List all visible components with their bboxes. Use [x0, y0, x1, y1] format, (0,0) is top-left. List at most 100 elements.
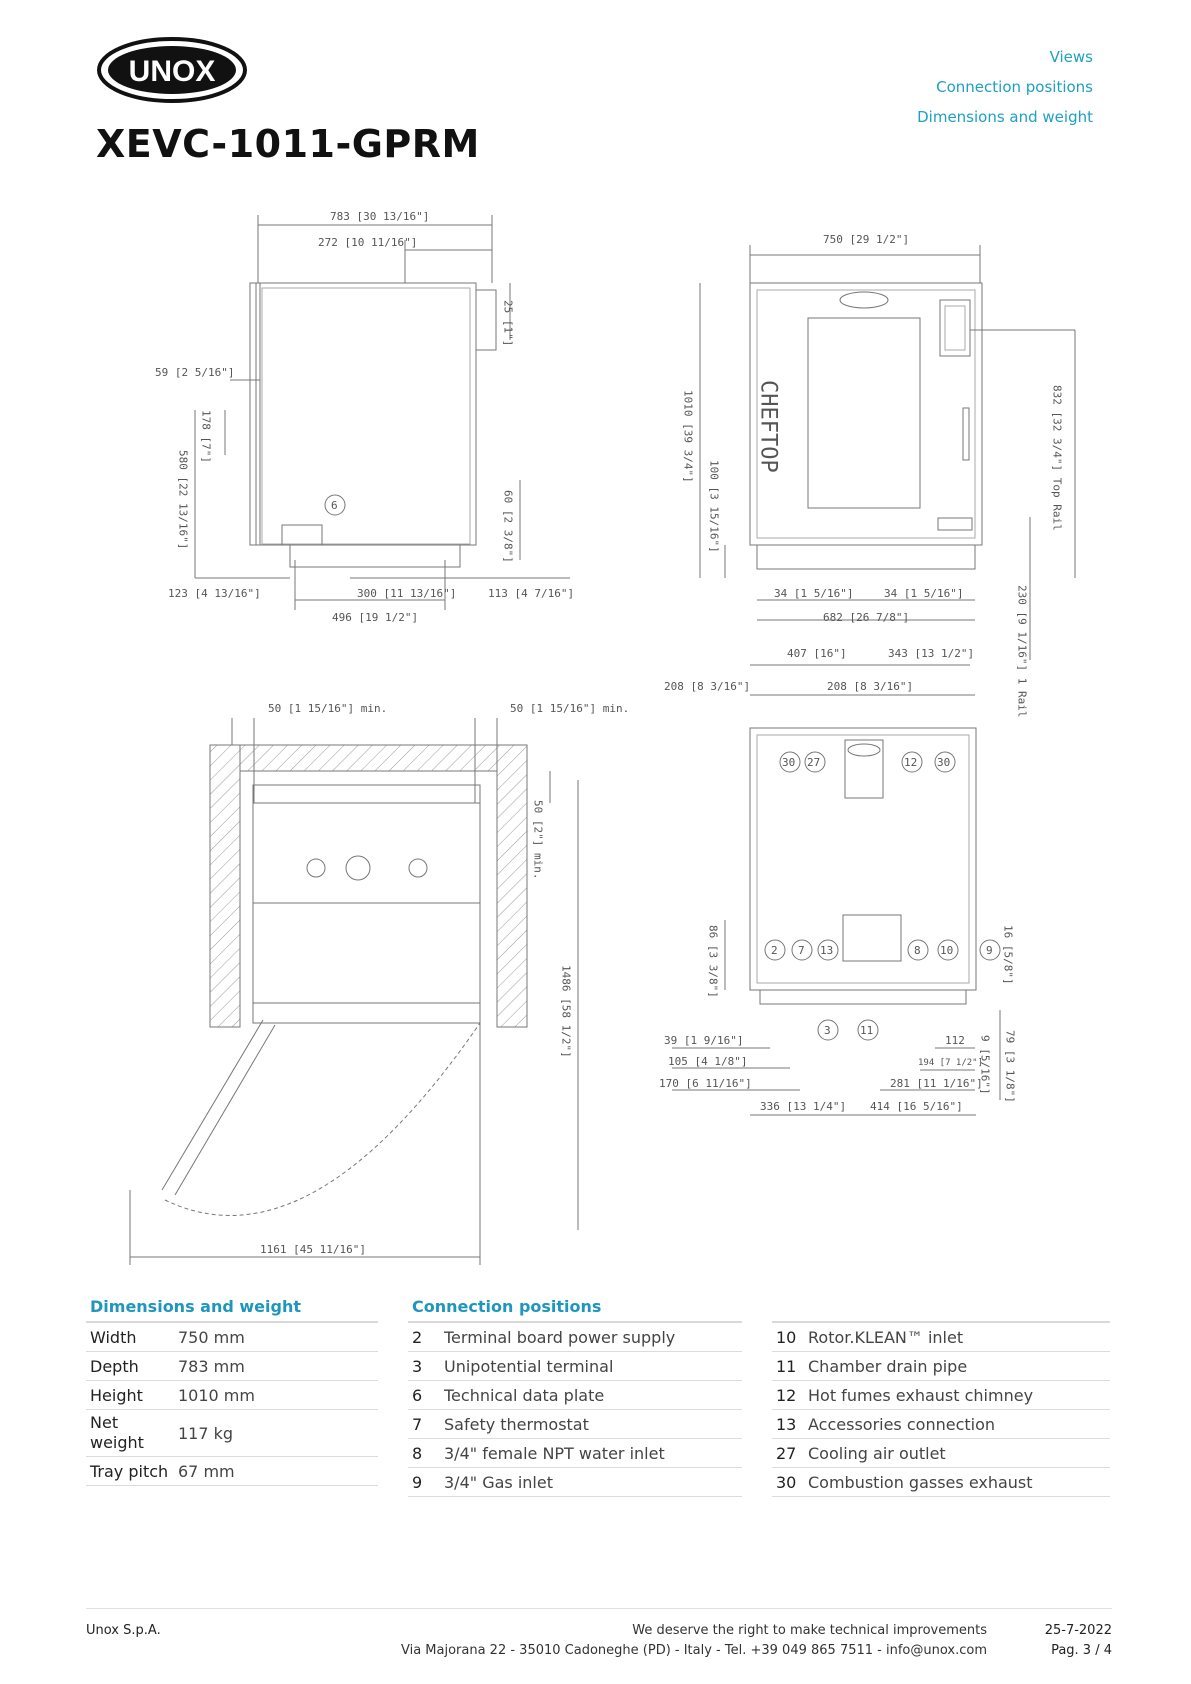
page-title: XEVC-1011-GPRM [96, 122, 480, 166]
row-text: Cooling air outlet [808, 1443, 946, 1463]
callout-6: 6 [331, 499, 338, 512]
connection-positions-link[interactable]: Connection positions [936, 78, 1093, 96]
row-number: 10 [776, 1327, 797, 1347]
dim-back-407: 407 [16"] [787, 647, 847, 660]
dim-back-336: 336 [13 1/4"] [760, 1100, 846, 1113]
row-value: 750 mm [178, 1327, 245, 1347]
connections-heading: Connection positions [408, 1293, 742, 1323]
dim-front-750: 750 [29 1/2"] [823, 233, 909, 246]
row-text: Hot fumes exhaust chimney [808, 1385, 1034, 1405]
dim-top-1161: 1161 [45 11/16"] [260, 1243, 366, 1256]
dim-back-105: 105 [4 1/8"] [668, 1055, 747, 1068]
unox-logo: UNOX [96, 36, 248, 104]
dim-side-300: 300 [11 13/16"] [357, 587, 456, 600]
callout-7: 7 [798, 944, 805, 957]
dim-side-59: 59 [2 5/16"] [155, 366, 234, 379]
dimensions-heading: Dimensions and weight [86, 1293, 378, 1323]
dim-side-272: 272 [10 11/16"] [318, 236, 417, 249]
row-number: 6 [412, 1385, 423, 1405]
dim-side-113: 113 [4 7/16"] [488, 587, 574, 600]
row-value: 117 kg [178, 1423, 234, 1443]
row-number: 9 [412, 1472, 423, 1492]
footer-notice: We deserve the right to make technical i… [401, 1621, 987, 1661]
dim-back-194: 194 [7 1/2"] [918, 1058, 983, 1068]
dimensions-table: Dimensions and weight Width 750 mm Depth 7… [86, 1293, 378, 1486]
row-text: Terminal board power supply [444, 1327, 676, 1347]
dim-back-343: 343 [13 1/2"] [888, 647, 974, 660]
callout-30a: 30 [782, 756, 795, 769]
dim-front-100: 100 [3 15/16"] [708, 460, 721, 553]
footer-date: 25-7-2022 [1044, 1623, 1112, 1638]
row-text: Combustion gasses exhaust [808, 1472, 1033, 1492]
row-number: 8 [412, 1443, 423, 1463]
dim-side-123: 123 [4 13/16"] [168, 587, 261, 600]
table-row: Depth 783 mm [86, 1352, 378, 1381]
dim-side-60: 60 [2 3/8"] [502, 490, 515, 563]
dim-back-39: 39 [1 9/16"] [664, 1034, 743, 1047]
row-value: 783 mm [178, 1356, 245, 1376]
footer-address: Via Majorana 22 - 35010 Cadoneghe (PD) -… [400, 1643, 987, 1658]
row-key: Width [90, 1327, 137, 1347]
callout-9: 9 [986, 944, 993, 957]
row-text: Technical data plate [444, 1385, 605, 1405]
connections-heading-spacer [772, 1293, 1110, 1323]
table-row: 30 Combustion gasses exhaust [772, 1468, 1110, 1497]
front-brand-cheftop: CHEFTOP [756, 380, 781, 473]
dim-top-50-left: 50 [1 15/16"] min. [268, 702, 387, 715]
row-number: 13 [776, 1414, 797, 1434]
footer-company: Unox S.p.A. [86, 1623, 161, 1638]
callout-11: 11 [860, 1024, 873, 1037]
row-text: 3/4" female NPT water inlet [444, 1443, 665, 1463]
callout-2: 2 [771, 944, 778, 957]
dim-front-34b: 34 [1 5/16"] [884, 587, 963, 600]
row-text: Rotor.KLEAN™ inlet [808, 1327, 964, 1347]
row-value: 67 mm [178, 1461, 235, 1481]
footer-notice-text: We deserve the right to make technical i… [632, 1623, 987, 1638]
row-number: 2 [412, 1327, 423, 1347]
dim-front-682: 682 [26 7/8"] [823, 611, 909, 624]
table-row: 8 3/4" female NPT water inlet [408, 1439, 742, 1468]
row-number: 7 [412, 1414, 423, 1434]
table-row: 6 Technical data plate [408, 1381, 742, 1410]
row-number: 12 [776, 1385, 797, 1405]
logo-wordmark: UNOX [129, 55, 216, 88]
dim-side-496: 496 [19 1/2"] [332, 611, 418, 624]
row-key: Height [90, 1385, 143, 1405]
dim-back-79: 79 [3 1/8"] [1004, 1030, 1017, 1103]
views-link[interactable]: Views [1049, 48, 1093, 66]
dim-back-170: 170 [6 11/16"] [659, 1077, 752, 1090]
dim-back-208b: 208 [8 3/16"] [827, 680, 913, 693]
table-row: 9 3/4" Gas inlet [408, 1468, 742, 1497]
row-text: Accessories connection [808, 1414, 996, 1434]
callout-8: 8 [914, 944, 921, 957]
footer-page: Pag. 3 / 4 [1051, 1643, 1112, 1658]
row-key: Depth [90, 1356, 139, 1376]
dim-top-50-back: 50 [2"] min. [532, 800, 545, 879]
dim-top-1486: 1486 [58 1/2"] [560, 965, 573, 1058]
callout-27: 27 [807, 756, 820, 769]
row-text: 3/4" Gas inlet [444, 1472, 553, 1492]
row-number: 27 [776, 1443, 797, 1463]
dim-back-9: 9 [5/16"] [979, 1035, 992, 1095]
dim-side-580: 580 [22 13/16"] [177, 450, 190, 549]
row-text: Unipotential terminal [444, 1356, 614, 1376]
callout-30b: 30 [937, 756, 950, 769]
footer-meta: 25-7-2022 Pag. 3 / 4 [1045, 1621, 1112, 1661]
footer-divider [86, 1608, 1112, 1609]
table-row: 10 Rotor.KLEAN™ inlet [772, 1323, 1110, 1352]
table-row: 13 Accessories connection [772, 1410, 1110, 1439]
table-row: 12 Hot fumes exhaust chimney [772, 1381, 1110, 1410]
dim-side-178: 178 [7"] [200, 410, 213, 463]
dimensions-weight-link[interactable]: Dimensions and weight [917, 108, 1093, 126]
table-row: 27 Cooling air outlet [772, 1439, 1110, 1468]
connections-table-left: Connection positions 2 Terminal board pow… [408, 1293, 742, 1497]
table-row: 2 Terminal board power supply [408, 1323, 742, 1352]
row-number: 30 [776, 1472, 797, 1492]
dim-top-50-right: 50 [1 15/16"] min. [510, 702, 629, 715]
